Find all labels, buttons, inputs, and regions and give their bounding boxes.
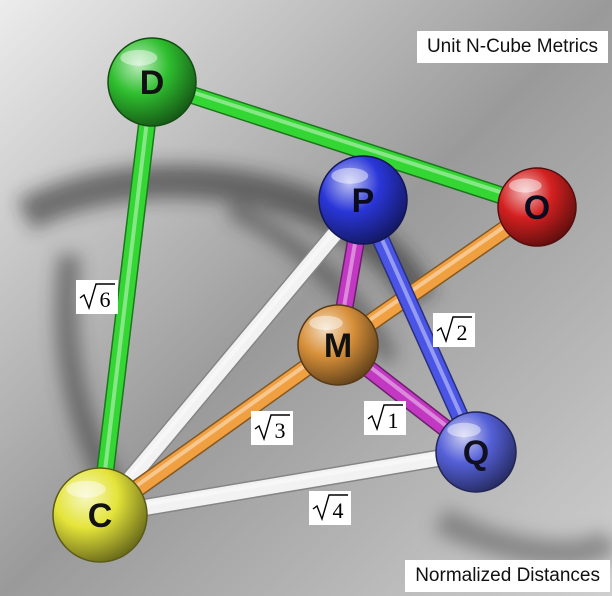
node-label: C — [88, 497, 113, 535]
sphere — [52, 467, 148, 563]
sphere — [318, 155, 408, 245]
edge-label-p-q: 2 — [433, 313, 475, 347]
edge-length-value: 1 — [388, 408, 399, 433]
node-q: Q — [435, 411, 517, 493]
sphere-highlight — [120, 49, 158, 66]
sphere — [107, 37, 197, 127]
edge-length-value: 4 — [333, 498, 344, 523]
edge-label-layer: 6 4 3 2 1 — [76, 280, 475, 525]
node-label: M — [324, 327, 352, 365]
sqrt-symbol — [312, 494, 348, 522]
node-label: Q — [463, 434, 489, 472]
sqrt-symbol — [367, 404, 403, 432]
sqrt-symbol — [254, 414, 290, 442]
edge-d-c — [91, 73, 161, 524]
node-m: M — [297, 304, 379, 386]
diagram-caption: Normalized Distances — [405, 560, 610, 592]
sphere — [435, 411, 517, 493]
edge-d-o — [143, 73, 546, 216]
node-o: O — [497, 167, 577, 247]
edge-length-value: 6 — [100, 287, 111, 312]
node-label: D — [140, 64, 165, 102]
node-label: O — [524, 189, 550, 227]
sphere — [297, 304, 379, 386]
node-label: P — [352, 182, 375, 220]
edge-length-value: 2 — [457, 320, 468, 345]
sphere-highlight — [66, 480, 106, 498]
sphere-highlight — [309, 315, 343, 331]
edge-c-q — [91, 443, 485, 524]
edge-label-m-q: 1 — [364, 401, 406, 435]
node-p: P — [318, 155, 408, 245]
diagram-title: Unit N-Cube Metrics — [416, 31, 608, 63]
sphere-highlight — [508, 178, 542, 193]
edge-label-d-c: 6 — [76, 280, 118, 314]
edge-label-c-m: 3 — [251, 411, 293, 445]
edge-c-m — [91, 336, 347, 524]
edge-label-c-q: 4 — [309, 491, 351, 525]
edge-length-value: 3 — [275, 418, 286, 443]
sqrt-symbol — [436, 316, 472, 344]
node-d: D — [107, 37, 197, 127]
sphere — [497, 167, 577, 247]
node-layer: D O P M Q C — [52, 37, 577, 563]
node-c: C — [52, 467, 148, 563]
sphere-highlight — [447, 422, 481, 438]
edge-c-p — [91, 191, 372, 524]
sphere-highlight — [331, 167, 369, 184]
sqrt-symbol — [79, 283, 115, 311]
